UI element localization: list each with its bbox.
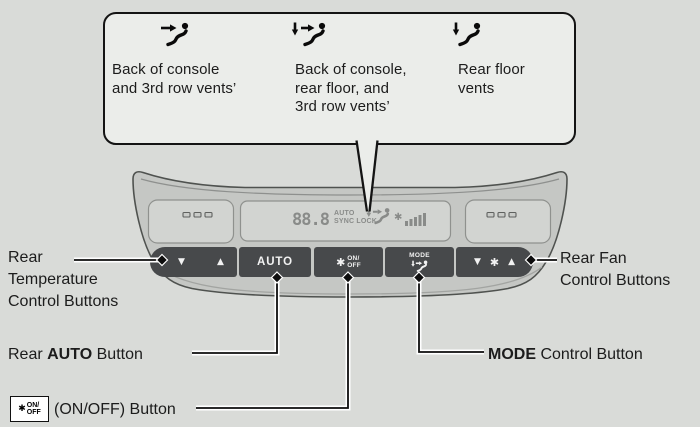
label-bold-text: AUTO	[47, 346, 93, 363]
fan-icon: ✱	[336, 255, 346, 269]
chip-on: ON/	[26, 401, 40, 409]
label-line: Control Buttons	[8, 293, 119, 310]
chip-on-off-text: ON/ OFF	[27, 402, 41, 417]
rear-fan-buttons[interactable]: ▼ ✱ ▲	[456, 247, 533, 277]
label-bold-text: MODE	[488, 346, 536, 363]
mode-control-button[interactable]: MODE	[385, 247, 454, 277]
left-inset-panel	[147, 199, 235, 244]
off-label: OFF	[347, 262, 361, 269]
fan-up-icon[interactable]: ▲	[508, 256, 516, 267]
description-line: Back of console	[112, 61, 220, 78]
sync-lock-indicator: SYNC LOCK	[334, 217, 378, 225]
mode-airflow-icon	[410, 260, 427, 272]
mode-description-floor: Rear floor vents	[458, 61, 525, 98]
description-line: vents	[458, 79, 495, 97]
on-off-chip-icon: ✱ ON/ OFF	[10, 396, 49, 422]
rear-auto-button[interactable]: AUTO	[239, 247, 311, 277]
airflow-vent-icon	[161, 22, 189, 47]
on-off-button-label: ON/ OFF	[347, 255, 361, 269]
mode-control-label: MODE Control Button	[488, 344, 643, 366]
display-fan-icon: ✱	[394, 212, 403, 223]
label-text: Rear	[8, 346, 48, 363]
description-line: rear floor, and	[295, 79, 390, 97]
panel-top-seam	[140, 178, 560, 196]
label-line: Temperature	[8, 271, 98, 288]
description-line: Back of console,	[295, 61, 407, 78]
airflow-floor-icon	[452, 22, 481, 47]
description-line: 3rd row vents’	[295, 98, 390, 116]
label-line: Control Buttons	[560, 272, 671, 289]
label-line: Rear Fan	[560, 250, 627, 267]
fan-icon: ✱	[18, 403, 26, 414]
display-window	[239, 200, 452, 242]
rear-fan-label: Rear Fan Control Buttons	[560, 248, 670, 292]
rear-temp-buttons[interactable]: ▼ ▲	[150, 247, 237, 277]
on-off-button-label-text: (ON/OFF) Button	[54, 401, 176, 418]
display-status-indicators: AUTO SYNC LOCK	[334, 210, 377, 225]
description-line: Rear floor	[458, 61, 525, 78]
display-temperature-readout: 88.8	[292, 210, 330, 230]
airflow-bilevel-icon	[291, 22, 326, 47]
mode-description-vent: Back of console and 3rd row vents’	[112, 61, 236, 98]
fan-speed-bars-icon	[405, 213, 426, 226]
right-inset-panel	[464, 199, 552, 244]
auto-button-label: AUTO	[257, 256, 293, 268]
display-airflow-mode-icon	[366, 208, 390, 225]
left-vent-slots-icon	[182, 211, 213, 218]
rear-temperature-label: Rear Temperature Control Buttons	[8, 247, 118, 313]
label-text: Button	[92, 346, 143, 363]
mode-button-label: MODE	[409, 251, 430, 259]
fan-on-off-button[interactable]: ✱ ON/ OFF	[314, 247, 383, 277]
label-text: Control Button	[536, 346, 643, 363]
rear-auto-label: Rear AUTO Button	[8, 344, 143, 366]
description-line: and 3rd row vents’	[112, 79, 237, 97]
on-label: ON/	[347, 255, 360, 262]
label-line: Rear	[8, 249, 43, 266]
temp-up-icon[interactable]: ▲	[217, 256, 224, 267]
right-vent-slots-icon	[486, 211, 517, 218]
temp-down-icon[interactable]: ▼	[178, 256, 185, 267]
mode-description-bilevel: Back of console, rear floor, and 3rd row…	[295, 61, 407, 117]
chip-off: OFF	[26, 409, 41, 416]
auto-indicator: AUTO	[334, 210, 355, 217]
fan-down-icon[interactable]: ▼	[473, 256, 481, 267]
fan-icon[interactable]: ✱	[489, 255, 500, 269]
